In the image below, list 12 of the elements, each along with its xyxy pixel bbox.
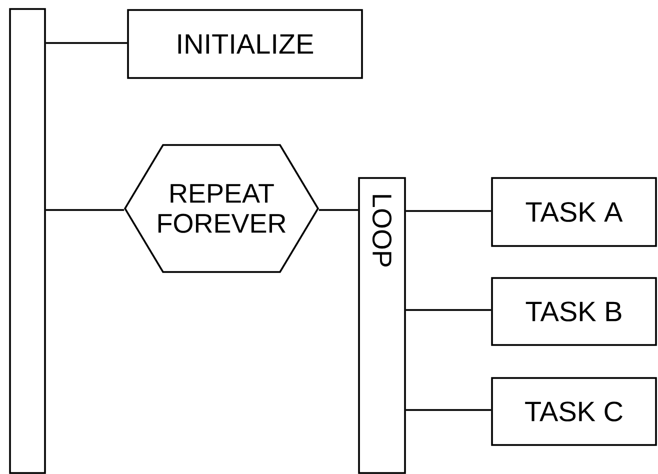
process-box: TASK A xyxy=(491,177,657,247)
loop-bar: LOOP xyxy=(358,177,406,474)
connector-line xyxy=(46,42,128,44)
connector-line xyxy=(406,409,492,411)
process-box: INITIALIZE xyxy=(127,9,363,79)
connector-line xyxy=(46,209,124,211)
connector-line xyxy=(406,210,492,212)
vertical-bar xyxy=(9,8,46,474)
connector-line xyxy=(318,209,358,211)
process-box: TASK C xyxy=(491,377,657,446)
process-box: TASK B xyxy=(491,277,657,346)
connector-line xyxy=(406,309,492,311)
